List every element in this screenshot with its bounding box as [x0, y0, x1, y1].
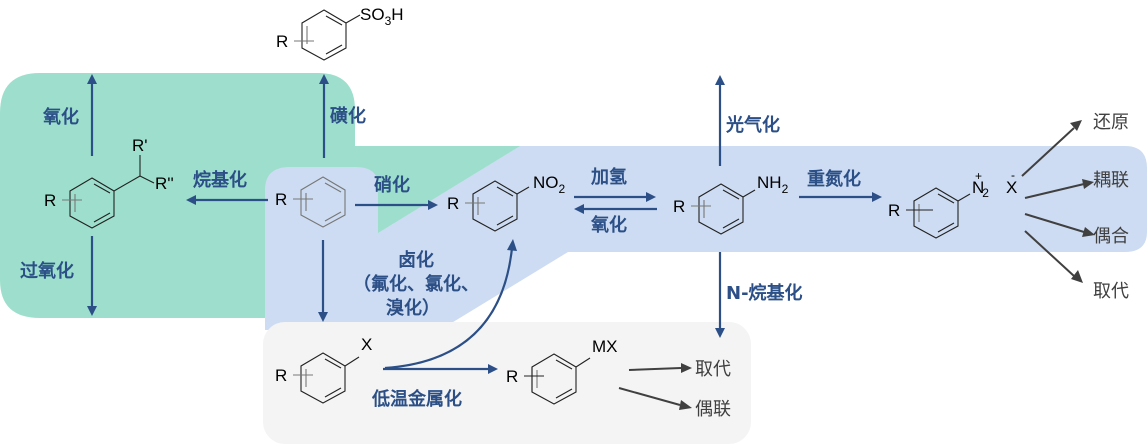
- svg-text:NH2: NH2: [757, 173, 789, 196]
- product-om-substitution: 取代: [695, 359, 731, 380]
- label-low-temp-metalation: 低温金属化: [371, 388, 462, 410]
- svg-text:R: R: [275, 190, 287, 209]
- svg-text:MX: MX: [592, 337, 618, 356]
- product-om-coupling: 偶联: [695, 399, 731, 420]
- svg-text:R: R: [506, 367, 518, 386]
- aniline-molecule: R NH2: [673, 173, 789, 235]
- svg-text:SO3H: SO3H: [360, 5, 404, 28]
- gray-region: [263, 322, 751, 444]
- svg-text:X: X: [361, 335, 372, 354]
- svg-text:R: R: [275, 366, 287, 385]
- product-arrows: [618, 120, 1095, 410]
- svg-text:R: R: [447, 194, 459, 213]
- svg-text:+: +: [975, 169, 982, 183]
- svg-text:-: -: [1011, 168, 1015, 182]
- svg-text:R'': R'': [155, 174, 174, 193]
- alkylbenzene-molecule: R R' R'': [44, 136, 174, 229]
- product-substitution: 取代: [1093, 281, 1129, 302]
- haloarene-molecule: R X: [275, 335, 372, 404]
- product-reduction: 还原: [1093, 112, 1129, 133]
- label-n-alkylation: N-烷基化: [726, 282, 803, 304]
- product-azo-coupling: 偶合: [1093, 226, 1129, 247]
- label-sulfonation: 磺化: [330, 105, 366, 127]
- svg-text:R': R': [132, 136, 148, 155]
- label-diazotization: 重氮化: [807, 168, 861, 190]
- svg-text:N2: N2: [972, 178, 989, 200]
- nitrobenzene-molecule: R NO2: [447, 173, 566, 232]
- svg-text:R: R: [888, 201, 900, 220]
- benzene-molecule: R: [275, 176, 346, 228]
- label-oxidation-reverse: 氧化: [590, 214, 627, 236]
- label-nitration: 硝化: [374, 174, 410, 196]
- label-phosgenation: 光气化: [725, 114, 780, 136]
- label-peroxidation: 过氧化: [20, 260, 74, 282]
- label-halogenation-detail: （氟化、氯化、: [353, 273, 479, 295]
- label-hydrogenation: 加氢: [590, 166, 627, 188]
- svg-text:X: X: [1006, 178, 1017, 197]
- svg-text:R: R: [44, 191, 56, 210]
- svg-text:NO2: NO2: [533, 173, 566, 196]
- label-halogenation: 卤化: [398, 249, 434, 271]
- green-region: [0, 73, 525, 318]
- organometallic-molecule: R MX: [506, 337, 618, 405]
- reaction-arrows: [87, 74, 882, 374]
- label-alkylation: 烷基化: [193, 169, 247, 191]
- svg-text:R: R: [673, 197, 685, 216]
- sulfonic-acid-molecule: R SO3H: [276, 5, 404, 61]
- diazonium-molecule: R N2 + X -: [888, 168, 1017, 239]
- label-halogenation-detail-2: 溴化）: [386, 297, 440, 319]
- product-coupling: 耦联: [1093, 170, 1129, 191]
- label-oxidation-top: 氧化: [42, 106, 79, 128]
- r-group: R: [276, 32, 288, 51]
- blue-region: [265, 146, 1147, 330]
